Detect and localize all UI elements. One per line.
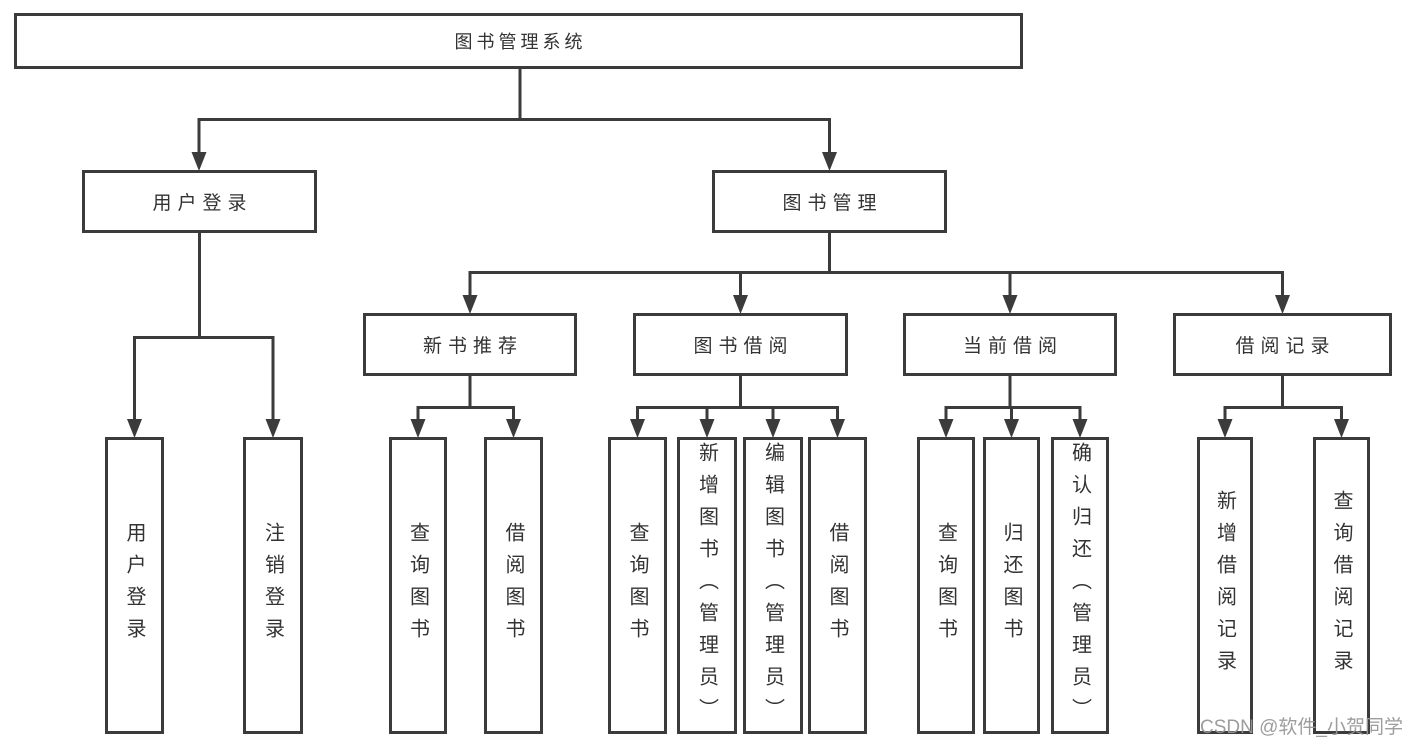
leaf-edit-books-admin: 编辑图书（管理员） — [743, 437, 803, 734]
leaf-edit-books-admin-label: 编辑图书（管理员） — [761, 441, 784, 730]
arrow-down — [191, 152, 207, 171]
arrow-down — [410, 419, 426, 438]
leaf-query-books-borrowing-label: 查询图书 — [626, 521, 648, 650]
node-book-management: 图书管理 — [712, 170, 947, 233]
leaf-query-books-current: 查询图书 — [917, 437, 975, 734]
arrow-down — [699, 419, 715, 438]
node-borrowing-records: 借阅记录 — [1173, 313, 1392, 376]
arrow-down — [265, 419, 281, 438]
leaf-borrow-books-recommend-label: 借阅图书 — [502, 521, 524, 650]
arrow-down — [938, 419, 954, 438]
node-book-borrowing: 图书借阅 — [633, 313, 848, 376]
arrow-down — [462, 295, 478, 314]
leaf-add-books-admin: 新增图书（管理员） — [677, 437, 737, 734]
leaf-add-borrow-record: 新增借阅记录 — [1197, 437, 1253, 734]
leaf-borrow-books-borrowing: 借阅图书 — [808, 437, 867, 734]
leaf-user-login: 用户登录 — [105, 437, 164, 734]
watermark: CSDN @软件_小贺同学 — [1200, 717, 1403, 738]
leaf-add-books-admin-label: 新增图书（管理员） — [695, 441, 718, 730]
leaf-logout: 注销登录 — [243, 437, 303, 734]
leaf-query-books-current-label: 查询图书 — [934, 521, 957, 650]
node-current-borrowing-label: 当前借阅 — [962, 336, 1063, 357]
arrow-down — [733, 295, 748, 314]
arrow-down — [1004, 419, 1019, 438]
arrow-down — [506, 419, 521, 438]
arrow-down — [1072, 419, 1088, 438]
node-current-borrowing: 当前借阅 — [903, 313, 1117, 376]
arrow-down — [1334, 419, 1349, 438]
leaf-user-login-label: 用户登录 — [123, 521, 145, 650]
arrow-down — [127, 419, 142, 438]
leaf-query-books-borrowing: 查询图书 — [608, 437, 667, 734]
leaf-query-borrow-record-label: 查询借阅记录 — [1330, 489, 1352, 682]
node-user-login-label: 用户登录 — [152, 193, 253, 214]
arrow-down — [1275, 295, 1290, 314]
node-root-label: 图书管理系统 — [454, 32, 587, 52]
node-book-borrowing-label: 图书借阅 — [693, 336, 794, 357]
arrow-down — [822, 152, 837, 171]
arrow-down — [1002, 295, 1018, 314]
leaf-query-books-recommend: 查询图书 — [389, 437, 447, 734]
leaf-query-books-recommend-label: 查询图书 — [406, 521, 429, 650]
node-book-management-label: 图书管理 — [782, 193, 883, 214]
leaf-borrow-books-recommend: 借阅图书 — [484, 437, 543, 734]
node-new-book-recommend: 新书推荐 — [363, 313, 577, 376]
arrow-down — [765, 419, 781, 438]
leaf-confirm-return-admin-label: 确认归还（管理员） — [1068, 441, 1091, 730]
node-new-book-recommend-label: 新书推荐 — [422, 336, 523, 357]
arrow-down — [830, 419, 845, 438]
arrow-down — [1217, 419, 1233, 438]
node-user-login: 用户登录 — [82, 170, 317, 233]
leaf-add-borrow-record-label: 新增借阅记录 — [1213, 489, 1236, 682]
leaf-borrow-books-borrowing-label: 借阅图书 — [826, 521, 848, 650]
leaf-confirm-return-admin: 确认归还（管理员） — [1051, 437, 1109, 734]
node-borrowing-records-label: 借阅记录 — [1235, 336, 1336, 357]
leaf-query-borrow-record: 查询借阅记录 — [1313, 437, 1370, 734]
arrow-down — [630, 419, 645, 438]
leaf-return-books-label: 归还图书 — [1000, 521, 1022, 650]
leaf-return-books: 归还图书 — [983, 437, 1040, 734]
leaf-logout-label: 注销登录 — [261, 521, 284, 650]
node-root: 图书管理系统 — [14, 13, 1023, 69]
